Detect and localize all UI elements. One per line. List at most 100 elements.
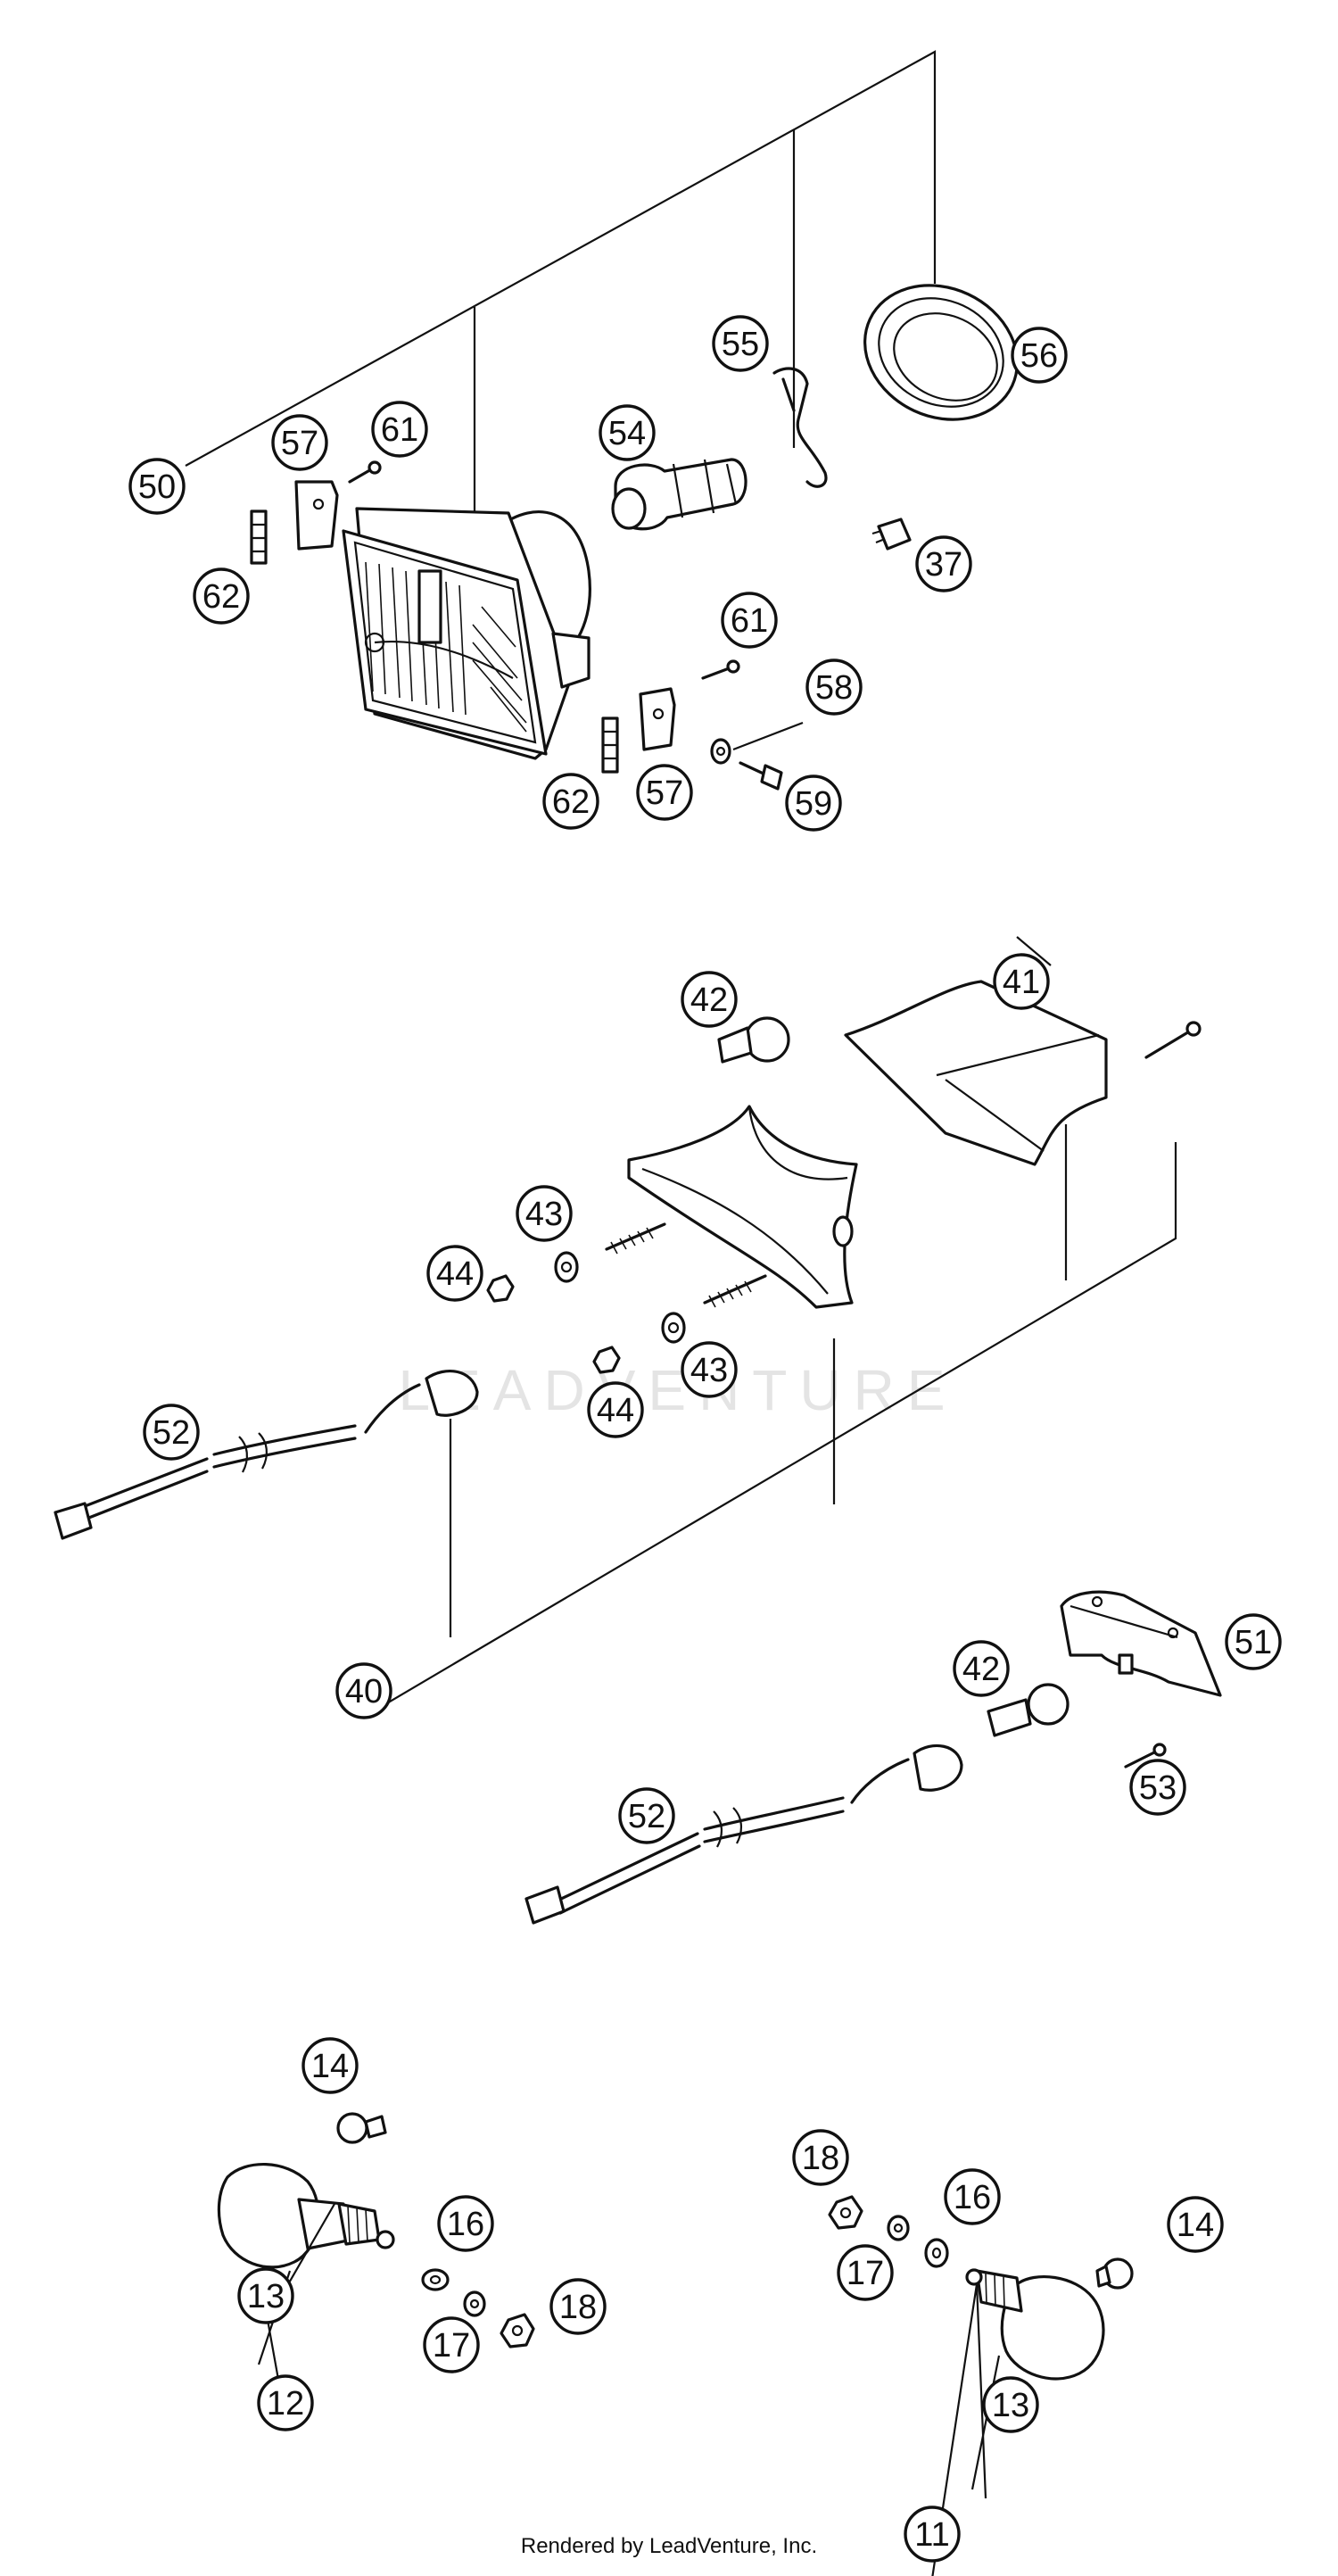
callout-label: 62 [202,578,240,616]
callout-circle [271,414,328,471]
callout-circle [681,971,738,1028]
callout-circle [1167,2196,1224,2253]
headlight-assembly-leaders [185,50,937,526]
callout-12: 12 [257,2374,314,2431]
headlight-bulb [611,458,747,531]
callout-circle [437,2195,494,2252]
callout-label: 57 [281,425,318,462]
callout-circle [426,1245,483,1302]
callout-label: 42 [690,982,728,1019]
callout-label: 11 [914,2516,949,2554]
callout-label: 17 [847,2255,884,2292]
callout-circle [681,1341,738,1398]
callout-circle [993,953,1050,1010]
callout-label: 52 [628,1798,665,1835]
callout-52b: 52 [618,1787,675,1844]
callout-17a: 17 [423,2316,480,2373]
callout-circle [549,2278,607,2335]
callout-label: 13 [247,2278,285,2315]
callout-circle [712,315,769,372]
callout-label: 37 [925,546,962,584]
tail-light-nuts-washers [486,1251,686,1374]
retaining-spring [772,367,828,488]
callout-label: 52 [153,1414,190,1452]
callout-circle [143,1404,200,1461]
tail-light-leaders [369,1124,1177,1714]
watermark-text: LEADVENTURE [399,1358,958,1422]
callout-61b: 61 [721,592,778,649]
callout-label: 17 [433,2327,470,2365]
callout-50: 50 [128,458,186,515]
callout-label: 14 [1177,2207,1214,2244]
callout-62a: 62 [193,567,250,625]
callout-label: 62 [552,783,590,821]
callout-circle [721,592,778,649]
headlight-housing [342,507,591,760]
callout-40: 40 [335,1662,392,1719]
callout-14a: 14 [301,2037,359,2094]
headlight-fasteners [250,460,783,791]
callout-label: 43 [525,1196,563,1233]
callout-circle [944,2168,1001,2225]
callout-56: 56 [1011,327,1068,384]
callout-label: 42 [962,1651,1000,1688]
callout-53: 53 [1129,1759,1186,1816]
callout-circle [516,1185,573,1242]
tail-light-lens [844,980,1108,1166]
callout-37: 37 [915,535,972,592]
callout-label: 44 [436,1255,474,1293]
callout-51: 51 [1225,1613,1282,1670]
callout-18a: 18 [549,2278,607,2335]
callout-circle [237,2267,294,2324]
callout-label: 18 [802,2140,839,2177]
callout-label: 13 [992,2387,1029,2424]
callout-circle [423,2316,480,2373]
callout-circle [542,773,599,830]
wiring-harness-lower [524,1744,963,1925]
callout-label: 14 [311,2048,349,2085]
callout-circle [915,535,972,592]
license-light-housing [1060,1590,1222,1697]
callout-16a: 16 [437,2195,494,2252]
callout-17b: 17 [837,2244,894,2301]
callout-circle [785,774,842,832]
callout-circle [805,658,863,716]
callout-59: 59 [785,774,842,832]
callout-circle [335,1662,392,1719]
callout-18b: 18 [792,2129,849,2186]
tail-light-housing [605,1105,858,1309]
callout-label: 58 [815,669,853,707]
callout-label: 61 [731,602,768,640]
callout-label: 54 [608,415,646,452]
tail-light-screw [1144,1021,1202,1059]
callout-circle [636,764,693,821]
callout-57a: 57 [271,414,328,471]
callout-54: 54 [599,404,656,461]
callout-label: 18 [559,2289,597,2326]
callout-circle [1011,327,1068,384]
callout-label: 53 [1139,1769,1177,1807]
callout-circle [301,2037,359,2094]
callout-circle [792,2129,849,2186]
callout-circle [618,1787,675,1844]
callout-circle [982,2376,1039,2433]
callout-label: 61 [381,411,418,449]
license-light-bulb [987,1683,1070,1737]
callout-label: 43 [690,1352,728,1389]
callout-42b: 42 [953,1640,1010,1697]
callout-52a: 52 [143,1404,200,1461]
callout-58: 58 [805,658,863,716]
turn-signal-right [828,2195,1134,2381]
callout-label: 56 [1020,337,1058,375]
callout-label: 41 [1003,964,1040,1001]
callout-14b: 14 [1167,2196,1224,2253]
callout-label: 44 [597,1392,634,1429]
callout-circle [193,567,250,625]
parking-bulb [871,518,912,551]
callout-13b: 13 [982,2376,1039,2433]
callout-41: 41 [993,953,1050,1010]
turn-signal-left [217,2112,535,2348]
callout-circle [371,401,428,458]
callout-43a: 43 [516,1185,573,1242]
callout-label: 40 [345,1673,383,1710]
